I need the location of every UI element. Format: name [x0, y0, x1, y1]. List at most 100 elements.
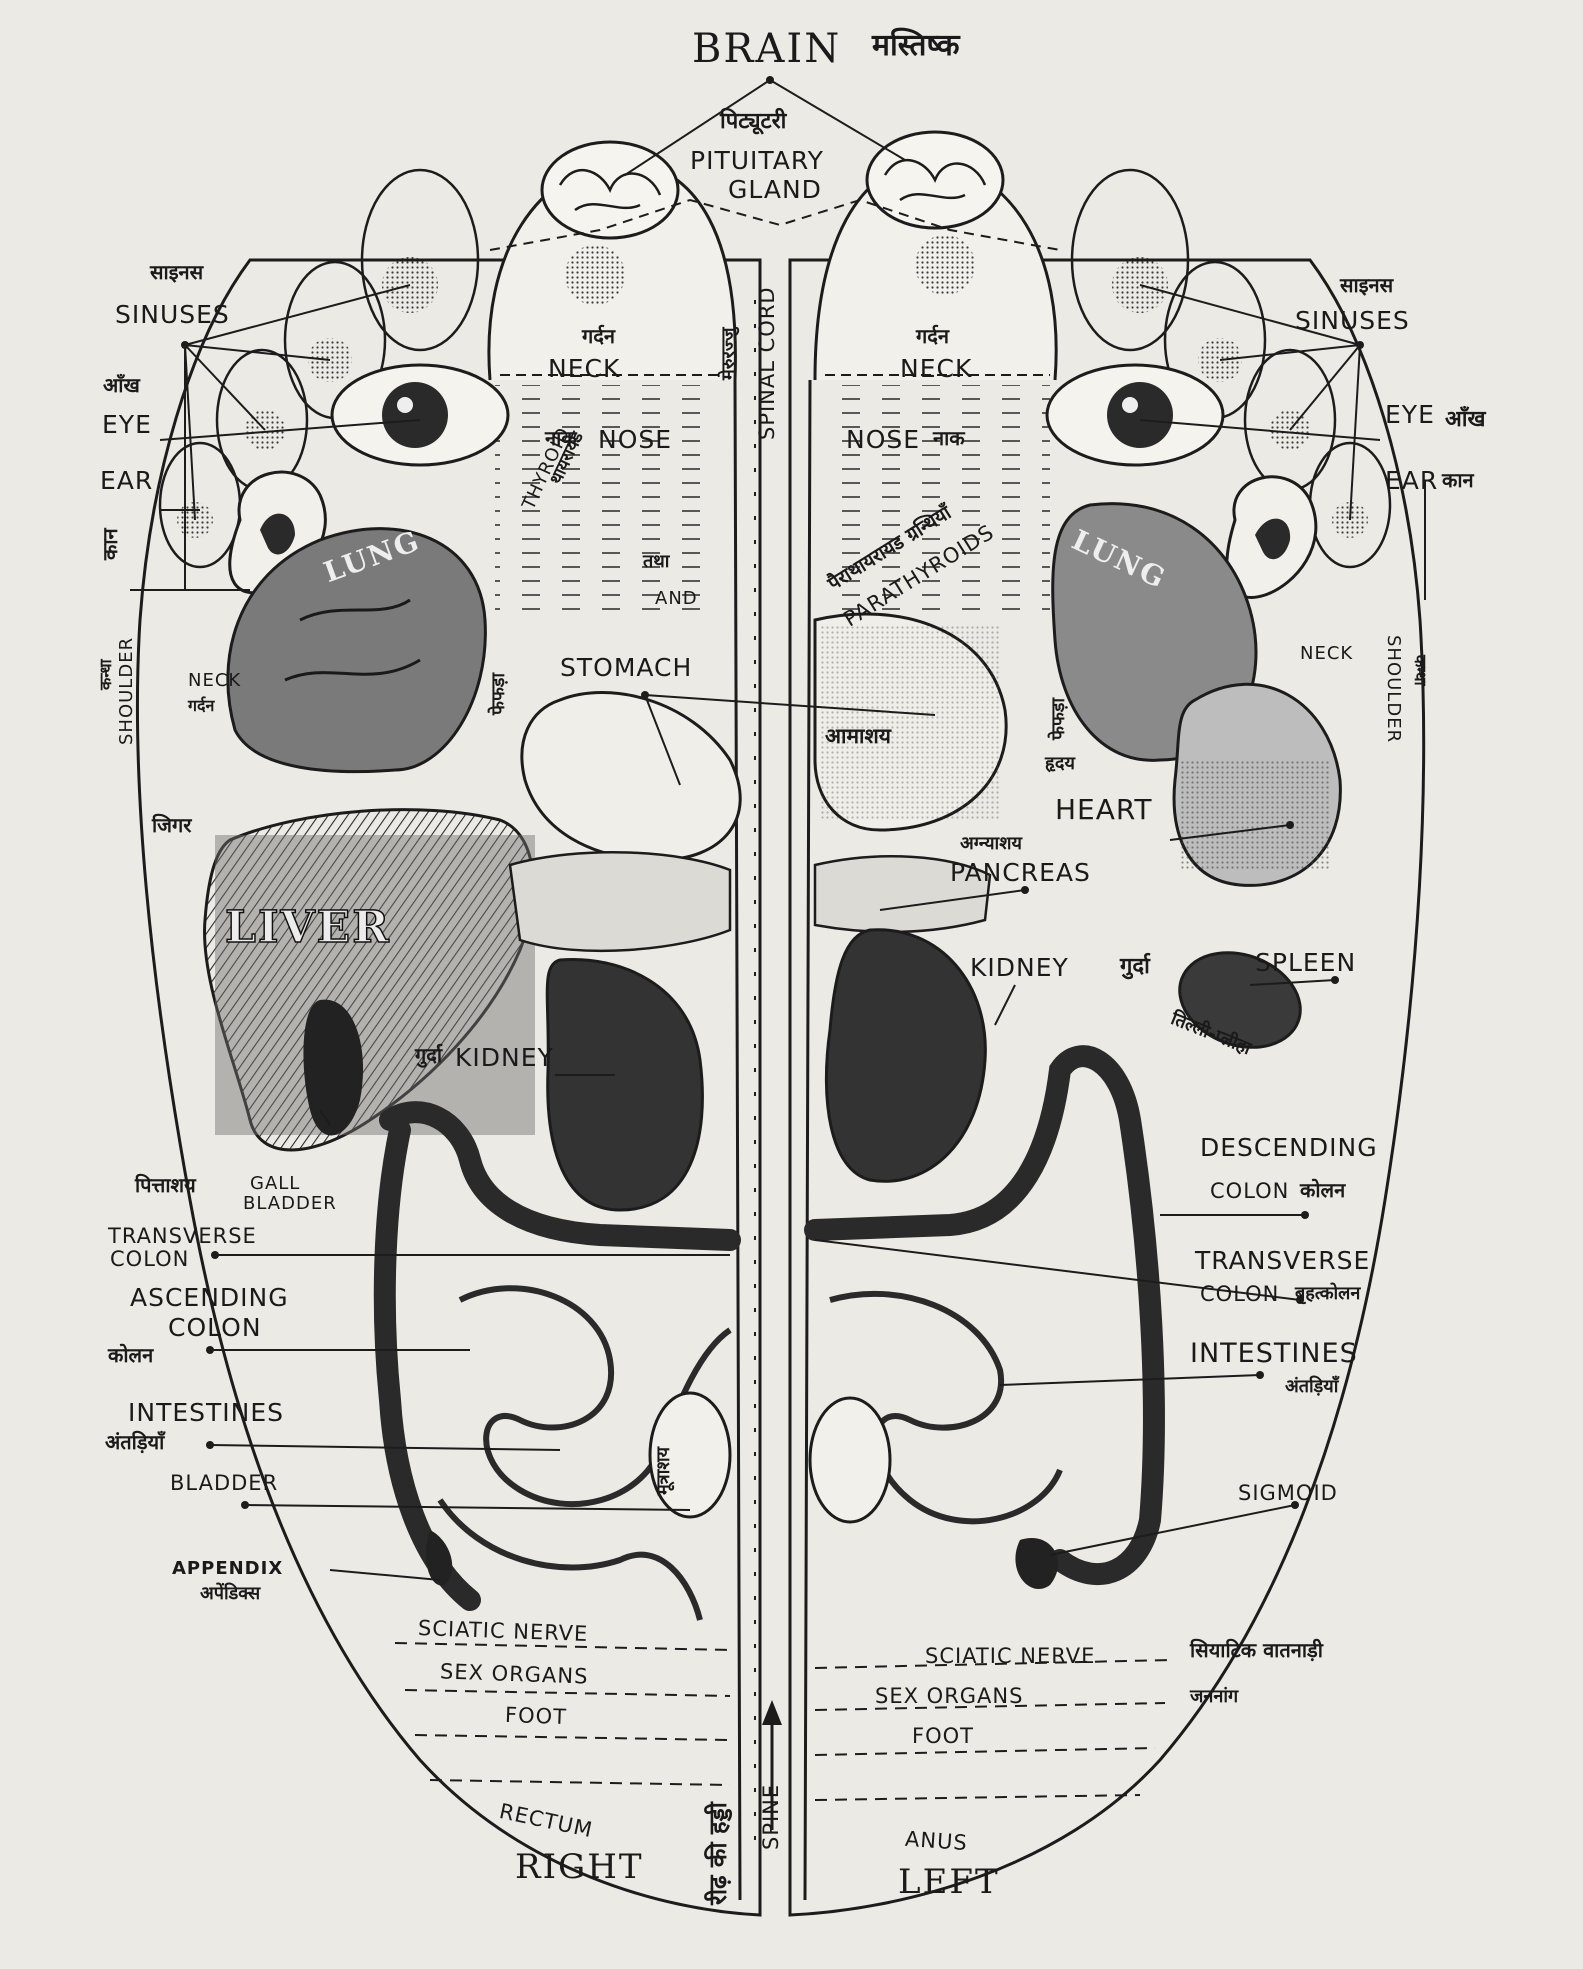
eye-left-label-hi: आँख [103, 373, 140, 397]
transverse-colon-right-label-2: COLON [1200, 1282, 1280, 1306]
pituitary-label-hi: पिट्यूटरी [720, 109, 787, 134]
transverse-colon-right-label-hi: बृहत्कोलन [1295, 1283, 1361, 1304]
nose-left-label-hi: नाक [545, 426, 577, 450]
bladder-label-hi: मूत्राशय [653, 1446, 674, 1495]
foot-right-label: FOOT [912, 1724, 974, 1748]
colon-left [804, 1045, 1165, 1586]
spinal-cord-label: SPINAL CORD [755, 286, 779, 440]
sinuses-left-label: SINUSES [115, 300, 230, 329]
nose-right-label: NOSE [846, 425, 921, 454]
neck-small-right-label: NECK [1300, 643, 1354, 664]
neck-right-label-hi: गर्दन [916, 324, 949, 348]
nose-right-label-hi: नाक [933, 426, 965, 450]
neck-small-left-label-hi: गर्दन [188, 696, 215, 715]
sinuses-right-label: SINUSES [1295, 306, 1410, 335]
lung-left-label-hi: फेफड़ा [488, 672, 509, 715]
neck-small-left-label: NECK [188, 670, 242, 691]
ear-left-label: EAR [100, 466, 154, 495]
intestines-right-label: INTESTINES [1190, 1338, 1358, 1369]
eye-right-label-hi: आँख [1445, 407, 1486, 432]
ascending-colon-label-2: COLON [168, 1313, 262, 1342]
sciatic-nerve-label-hi: सियाटिक वातनाड़ी [1190, 1638, 1323, 1662]
and-label-hi: तथा [643, 551, 670, 572]
transverse-colon-left-label: TRANSVERSE [108, 1224, 257, 1248]
kidney-left-label: KIDNEY [455, 1043, 554, 1072]
neck-left-label: NECK [548, 354, 621, 383]
kidney-right-label: KIDNEY [970, 953, 1069, 982]
spine-label: SPINE [759, 1783, 783, 1850]
stomach-label: STOMACH [560, 653, 693, 682]
right-foot-outline [135, 258, 762, 1917]
appendix-label: APPENDIX [172, 1558, 284, 1579]
sinuses-right-label-hi: साइनस [1340, 273, 1394, 297]
pancreas [508, 851, 732, 953]
heart-label-hi: हृदय [1045, 753, 1075, 774]
intestines-left [829, 1290, 1063, 1525]
stomach [520, 691, 742, 862]
shoulder-right-label-hi: कन्धा [1411, 655, 1430, 686]
shoulder-left-label-hi: कन्धा [96, 659, 115, 690]
ear-right-label: EAR [1385, 466, 1439, 495]
liver-label: LIVER [224, 902, 391, 953]
and-label: AND [655, 588, 698, 609]
sigmoid-label: SIGMOID [1238, 1481, 1338, 1505]
heart-label: HEART [1055, 793, 1153, 826]
liver-label-hi: जिगर [152, 813, 192, 837]
left-foot-label: LEFT [898, 1862, 1000, 1902]
kidney-right-label-hi: गुर्दा [1120, 954, 1150, 979]
spine-label-hi: रीढ़ की हड्डी [704, 1802, 732, 1905]
descending-colon-label-hi: कोलन [1300, 1178, 1346, 1202]
brain-label-hi: मस्तिष्क [872, 28, 960, 63]
eye-right-label: EYE [1385, 400, 1435, 429]
sex-organs-right-label: SEX ORGANS [875, 1684, 1024, 1708]
gall-bladder [303, 999, 364, 1136]
transverse-colon-right-label: TRANSVERSE [1195, 1246, 1371, 1275]
brain-label: BRAIN [692, 26, 842, 72]
bladder-left [808, 1396, 892, 1524]
intestines-left-label-hi: अंतड़ियाँ [105, 1430, 165, 1454]
ascending-colon-label: ASCENDING [130, 1283, 289, 1312]
descending-colon-label-2: COLON [1210, 1179, 1290, 1203]
anus-label: ANUS [904, 1826, 969, 1856]
right-foot-label: RIGHT [515, 1847, 644, 1887]
intestines-right-label-hi: अंतड़ियाँ [1285, 1376, 1339, 1397]
pituitary-label: PITUITARY [690, 146, 824, 175]
stomach-label-hi: आमाशय [825, 724, 891, 748]
left-foot-outline [788, 258, 1426, 1917]
intestines-left-label: INTESTINES [128, 1398, 285, 1427]
shoulder-right-label: SHOULDER [1383, 635, 1404, 744]
sigmoid [1015, 1538, 1059, 1589]
ear-left-label-hi: कान [98, 528, 122, 560]
ear-right-label-hi: कान [1442, 468, 1474, 492]
spinal-cord-label-hi: मेरुरज्जु [718, 327, 739, 380]
gall-label: GALL [250, 1173, 301, 1194]
gall-bladder-label: BLADDER [243, 1193, 337, 1214]
bladder-label: BLADDER [170, 1471, 279, 1495]
appendix [425, 1530, 453, 1586]
kidney-left-label-hi: गुर्दा [415, 1043, 443, 1067]
spleen-label: SPLEEN [1255, 948, 1357, 977]
appendix-label-hi: अपेंडिक्स [200, 1583, 261, 1604]
kidney-right [545, 957, 704, 1212]
liver [203, 808, 535, 1152]
transverse-colon-left-label-2: COLON [110, 1247, 190, 1271]
gall-bladder-label-hi: पित्ताशय [135, 1173, 196, 1197]
sciatic-nerve-right-label: SCIATIC NERVE [925, 1644, 1096, 1668]
pancreas-label-hi: अग्न्याशय [960, 833, 1022, 854]
neck-left-label-hi: गर्दन [582, 324, 615, 348]
bladder-right [648, 1391, 732, 1519]
ascending-colon-label-hi: कोलन [108, 1343, 154, 1367]
shoulder-left-label: SHOULDER [116, 636, 137, 745]
lung-right-label-hi: फेफड़ा [1048, 697, 1069, 740]
foot-left-label: FOOT [504, 1702, 568, 1730]
sex-organs-left-label: SEX ORGANS [439, 1659, 589, 1689]
sciatic-nerve-left-label: SCIATIC NERVE [417, 1616, 589, 1646]
lung-right [226, 527, 487, 774]
gland-label: GLAND [728, 175, 822, 204]
kidney-left [824, 928, 987, 1183]
nose-left-label: NOSE [598, 425, 673, 454]
pancreas-label: PANCREAS [950, 858, 1091, 887]
descending-colon-label: DESCENDING [1200, 1133, 1378, 1162]
